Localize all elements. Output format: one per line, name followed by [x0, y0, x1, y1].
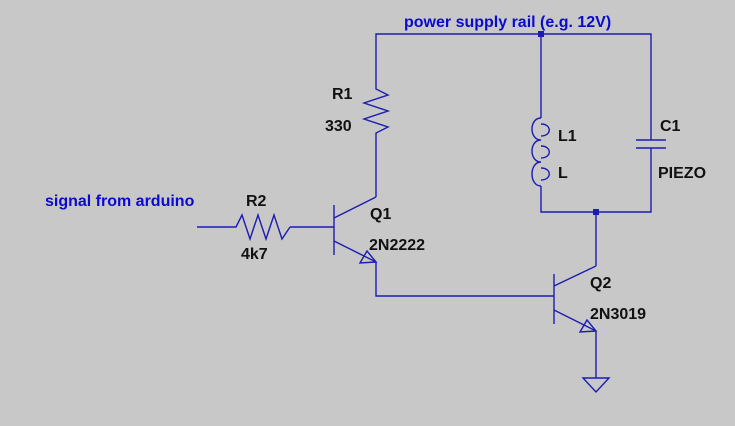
net-label-power-rail: power supply rail (e.g. 12V): [404, 14, 611, 31]
ground-symbol: [581, 377, 611, 394]
wire-q1-emitter-to-q2-base: [375, 270, 554, 297]
capacitor-c1: [636, 131, 666, 149]
r2-ref: R2: [246, 193, 267, 210]
resistor-r2: [228, 212, 291, 242]
c1-ref: C1: [660, 118, 681, 135]
q1-ref: Q1: [370, 206, 391, 223]
junction-tank: [593, 209, 599, 215]
transistor-q1: [333, 186, 378, 270]
q2-value: 2N3019: [590, 306, 646, 323]
l1-value: L: [558, 165, 568, 182]
junction-rail: [538, 31, 544, 37]
c1-value: PIEZO: [658, 165, 706, 182]
net-label-input-signal: signal from arduino: [45, 193, 195, 210]
q1-value: 2N2222: [369, 237, 425, 254]
r2-value: 4k7: [241, 246, 268, 263]
wire-r1-to-rail: [375, 33, 652, 131]
resistor-r1: [361, 83, 391, 143]
q2-ref: Q2: [590, 275, 611, 292]
r1-ref: R1: [332, 86, 353, 103]
inductor-l1: [531, 117, 550, 187]
l1-ref: L1: [558, 128, 577, 145]
r1-value: 330: [325, 118, 352, 135]
transistor-q2: [553, 265, 598, 338]
